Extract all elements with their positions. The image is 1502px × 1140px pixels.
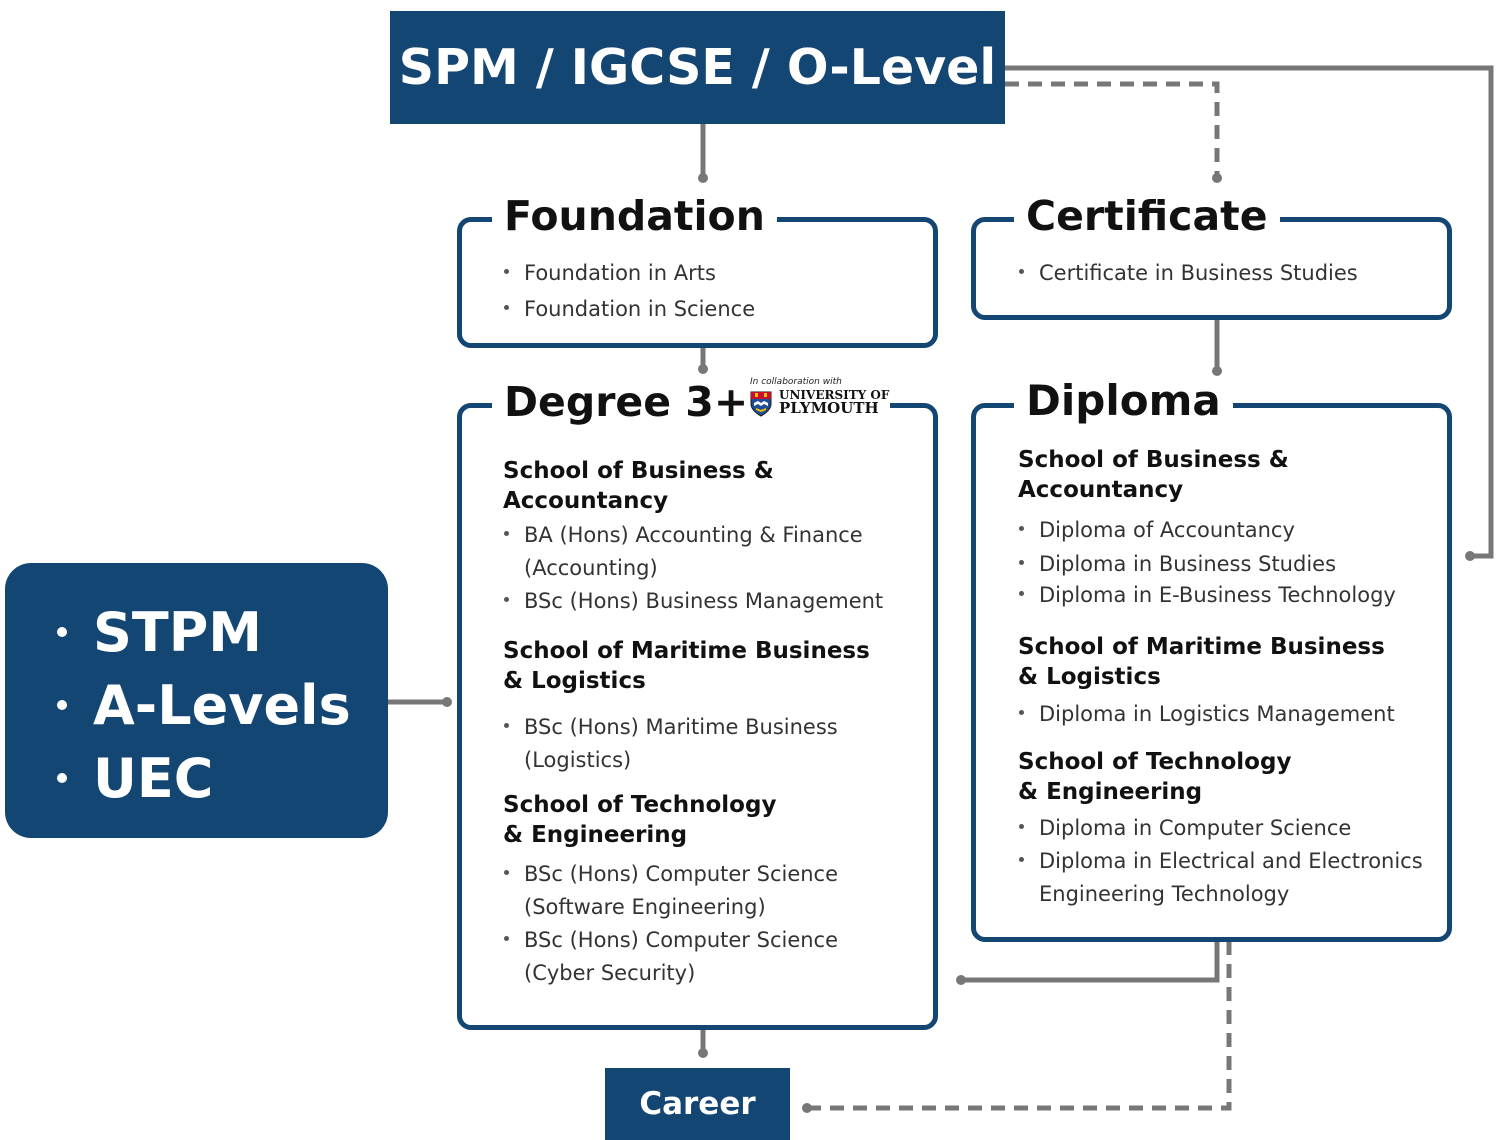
connector-header-diploma	[1005, 65, 1494, 559]
connector-header-certificate-dashed	[1005, 81, 1220, 178]
university-name-line1: UNIVERSITY OF	[779, 388, 890, 402]
school-heading: School of Technology& Engineering	[1018, 749, 1292, 805]
career-box: Career	[605, 1068, 790, 1140]
connector-dot	[698, 364, 708, 374]
header-title: SPM / IGCSE / O-Level	[398, 39, 997, 96]
entry-qualification-item: A-Levels	[57, 669, 388, 742]
connector-dot	[956, 975, 966, 985]
connector-diploma-degree	[961, 941, 1220, 983]
bullet-icon	[1019, 710, 1024, 715]
list-item: Diploma in E-Business Technology	[1019, 579, 1396, 612]
degree-card	[457, 403, 938, 1030]
list-item: Diploma in Business Studies	[1019, 548, 1336, 581]
bullet-icon	[1019, 824, 1024, 829]
bullet-icon	[504, 531, 509, 536]
header-title-box: SPM / IGCSE / O-Level	[390, 11, 1005, 124]
connector-diploma-career-dashed	[807, 941, 1232, 1111]
diploma-card	[971, 403, 1452, 942]
list-item: Certificate in Business Studies	[1019, 257, 1358, 290]
school-heading: School of Business &Accountancy	[503, 458, 774, 514]
list-item: Foundation in Science	[504, 293, 755, 326]
collaboration-label: In collaboration with	[750, 377, 842, 387]
list-item: BSc (Hons) Computer Science(Software Eng…	[504, 858, 838, 924]
bullet-icon	[1019, 526, 1024, 531]
entry-qualifications-box: STPM A-Levels UEC	[5, 563, 388, 838]
entry-qualification-item: UEC	[57, 742, 388, 815]
university-crest-icon	[750, 391, 772, 417]
bullet-icon	[1019, 857, 1024, 862]
school-heading: School of Maritime Business& Logistics	[503, 638, 870, 694]
diploma-title: Diploma	[1014, 380, 1233, 422]
list-item: BSc (Hons) Computer Science(Cyber Securi…	[504, 924, 838, 990]
connector-dot	[802, 1103, 812, 1113]
list-item: Diploma of Accountancy	[1019, 514, 1295, 547]
certificate-title: Certificate	[1014, 196, 1280, 237]
school-heading: School of Business &Accountancy	[1018, 447, 1289, 503]
bullet-icon	[504, 597, 509, 602]
collaboration-logo: In collaboration with UNIVERSITY OF PLYM…	[750, 377, 890, 419]
bullet-icon	[1019, 591, 1024, 596]
bullet-icon	[1019, 269, 1024, 274]
bullet-icon	[504, 936, 509, 941]
bullet-icon	[504, 870, 509, 875]
school-heading: School of Maritime Business& Logistics	[1018, 634, 1385, 690]
list-item: BA (Hons) Accounting & Finance(Accountin…	[504, 519, 863, 585]
bullet-icon	[504, 305, 509, 310]
list-item: BSc (Hons) Maritime Business(Logistics)	[504, 711, 838, 777]
list-item: Diploma in Logistics Management	[1019, 698, 1395, 731]
bullet-icon	[504, 269, 509, 274]
connector-dot	[442, 697, 452, 707]
list-item: Foundation in Arts	[504, 257, 716, 290]
connector-dot	[1212, 173, 1222, 183]
list-item: BSc (Hons) Business Management	[504, 585, 883, 618]
connector-dot	[1212, 366, 1222, 376]
foundation-title: Foundation	[492, 196, 777, 237]
university-name: UNIVERSITY OF PLYMOUTH	[779, 389, 889, 416]
list-item: Diploma in Computer Science	[1019, 812, 1351, 845]
entry-qualifications-list: STPM A-Levels UEC	[5, 563, 388, 815]
university-name-line2: PLYMOUTH	[779, 399, 879, 417]
bullet-icon	[504, 723, 509, 728]
career-label: Career	[639, 1086, 756, 1122]
degree-title: Degree 3+0	[492, 382, 789, 423]
bullet-icon	[1019, 560, 1024, 565]
school-heading: School of Technology& Engineering	[503, 792, 777, 848]
connector-dot	[698, 173, 708, 183]
entry-qualification-item: STPM	[57, 596, 388, 669]
connector-dot	[698, 1048, 708, 1058]
connector-dot	[1465, 551, 1475, 561]
